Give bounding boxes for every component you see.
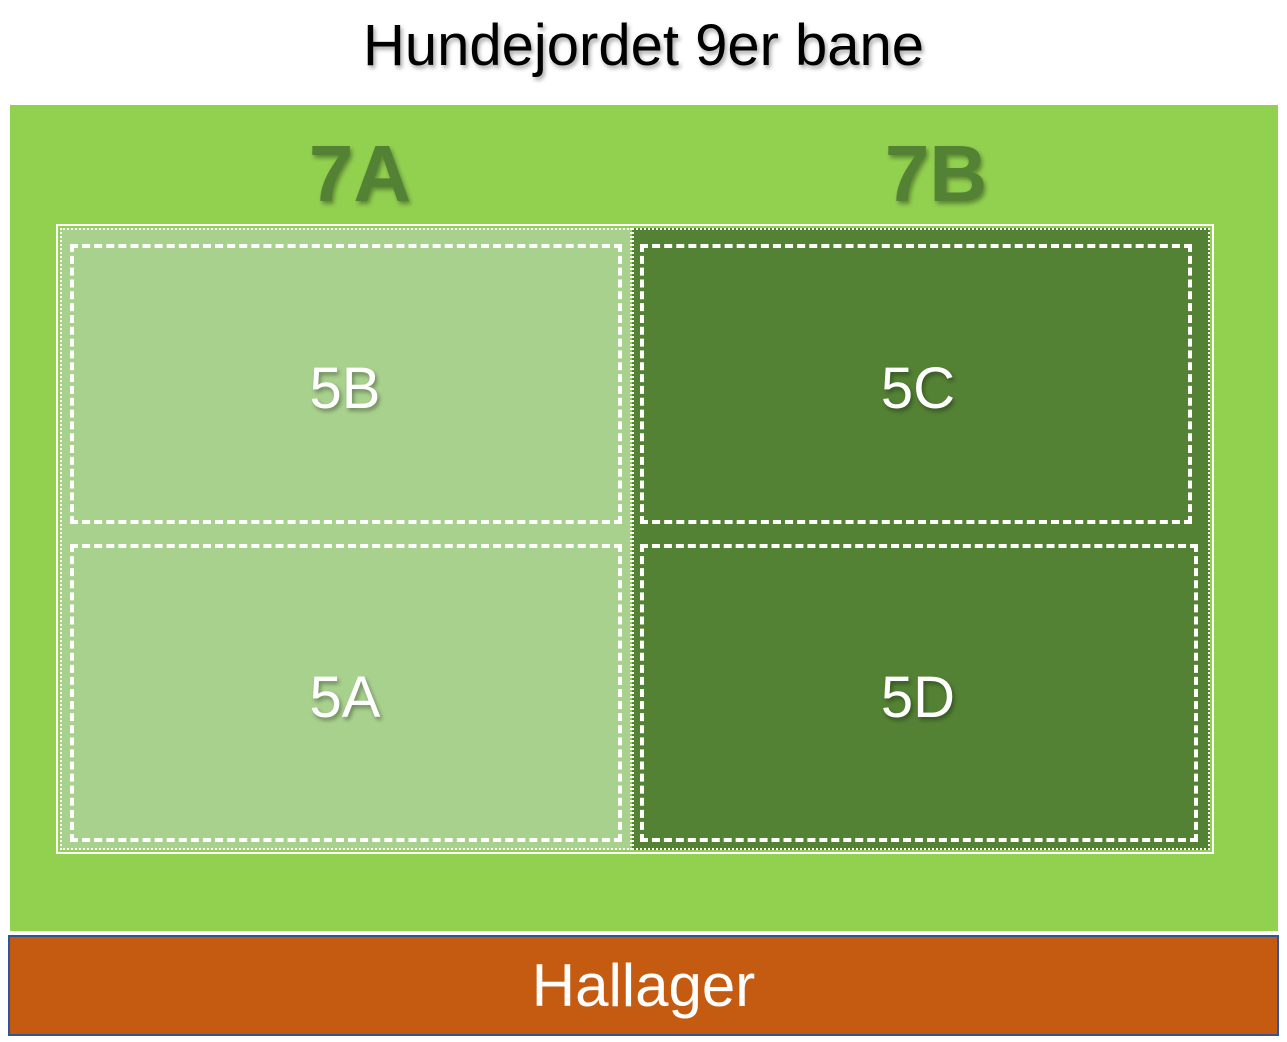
pitch-9er-outline [56, 224, 1214, 854]
pitch-5c-outline [640, 244, 1192, 524]
pitch-5b [60, 228, 630, 540]
diagram-title: Hundejordet 9er bane [362, 12, 925, 78]
pitch-7b-outline [632, 228, 1210, 850]
pitch-label-5c: 5C [880, 356, 956, 421]
pitch-label-5d: 5D [880, 665, 956, 730]
pitch-5d [632, 540, 1210, 850]
pitch-7a-outline [60, 228, 632, 850]
hallager-label: Hallager [531, 952, 756, 1019]
pitch-label-5b: 5B [309, 356, 381, 421]
pitch-5d-outline [640, 544, 1198, 842]
zone-label-7b: 7B [884, 129, 988, 218]
pitch-label-5a: 5A [309, 665, 381, 730]
pitch-5a-outline [70, 544, 622, 842]
pitch-5c [632, 228, 1210, 540]
pitch-5b-outline [70, 244, 622, 524]
pitch-5a [60, 540, 630, 850]
hallager-bar: Hallager [8, 935, 1279, 1036]
zone-label-7a: 7A [308, 129, 412, 218]
